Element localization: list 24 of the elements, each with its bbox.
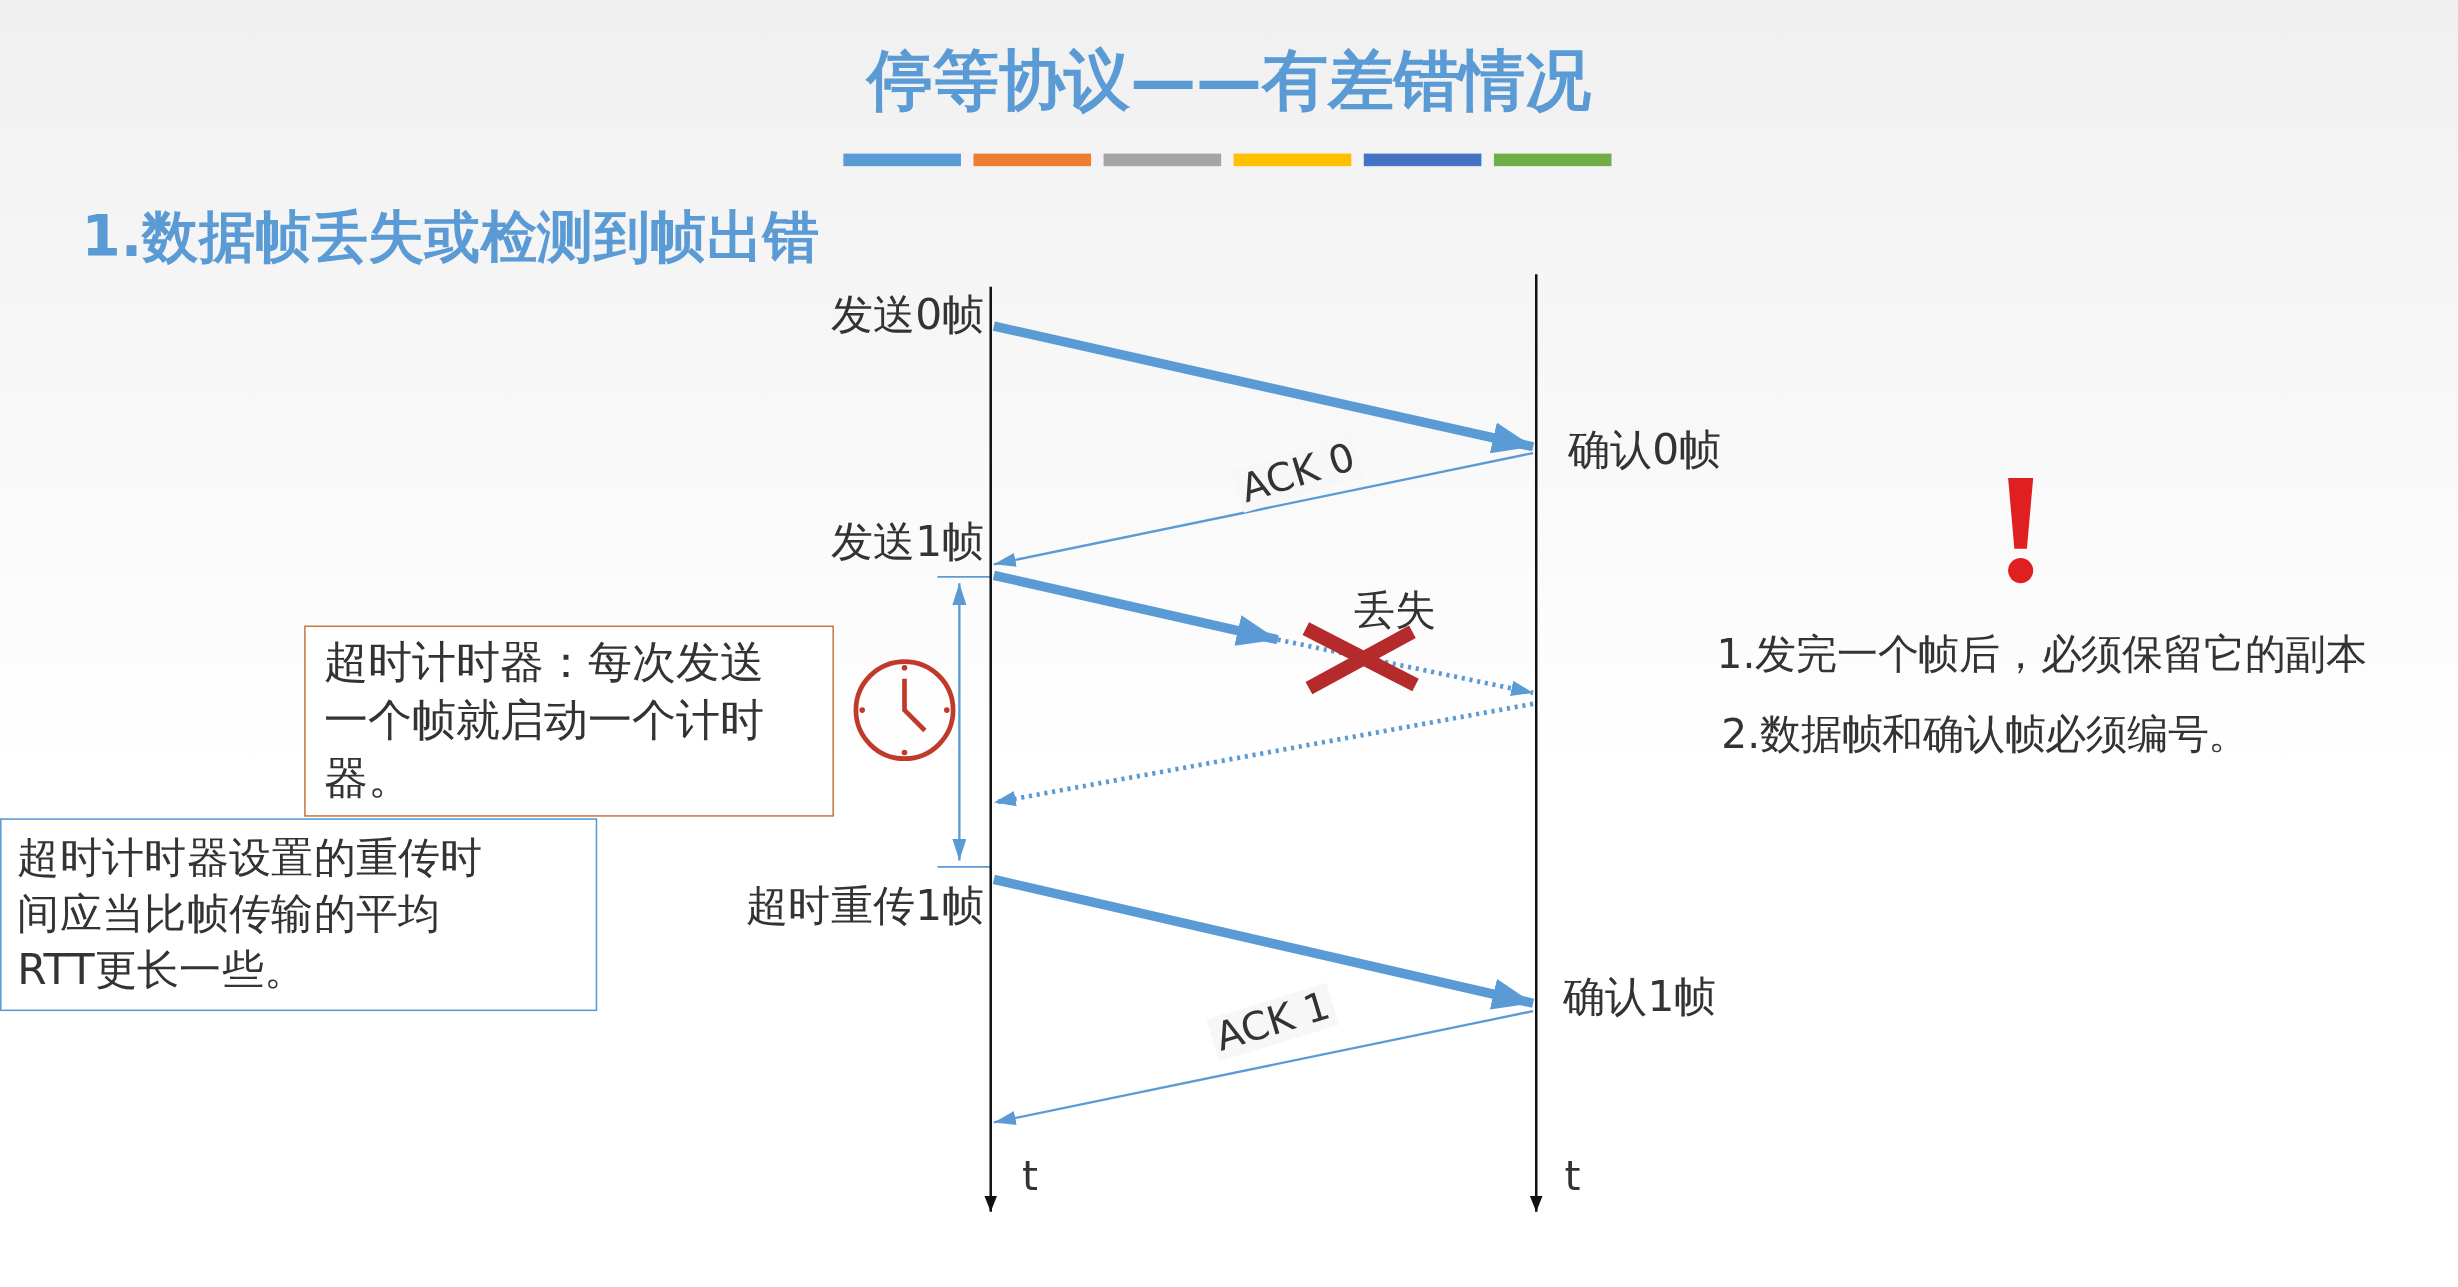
arrow: [993, 1009, 1534, 1125]
event-label: 发送0帧: [830, 289, 985, 341]
side-label: 丢失: [1354, 585, 1436, 636]
arrow: [993, 701, 1534, 807]
note-text: 1.发完一个帧后，必须保留它的副本: [1716, 629, 2367, 679]
event-label: 发送1帧: [830, 516, 985, 568]
arrow: [992, 570, 1279, 646]
timeline: [987, 286, 994, 1215]
event-label: 确认1帧: [1562, 970, 1717, 1023]
timeline: [1533, 274, 1540, 1215]
arrow: [992, 321, 1535, 454]
title: 停等协议——有差错情况: [864, 41, 1593, 122]
edge-label: ACK 1: [1206, 982, 1340, 1062]
event-label: 确认0帧: [1567, 423, 1722, 475]
event-label: 超时重传1帧: [745, 880, 985, 932]
arrow: [993, 451, 1534, 567]
arrow: [1277, 637, 1534, 697]
note-text: 2.数据帧和确认帧必须编号。: [1721, 709, 2250, 759]
note-box: 超时计时器设置的重传时间应当比帧传输的平均RTT更长一些。: [0, 818, 598, 1012]
note-box: 超时计时器：每次发送一个帧就启动一个计时器。: [304, 625, 834, 817]
section-heading: 1.数据帧丢失或检测到帧出错: [81, 203, 820, 270]
side-label: t: [1022, 1152, 1039, 1200]
side-label: t: [1564, 1152, 1581, 1200]
arrow: [992, 874, 1535, 1010]
